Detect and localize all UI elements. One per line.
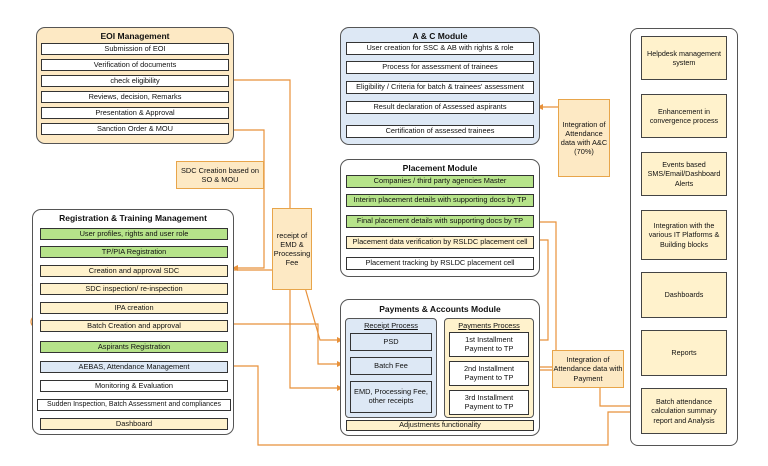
reg-item-sdc-inspection: SDC inspection/ re-inspection bbox=[40, 283, 228, 295]
eoi-title: EOI Management bbox=[100, 31, 170, 41]
connector-batch-to-fee bbox=[232, 323, 343, 365]
eoi-item-reviews: Reviews, decision, Remarks bbox=[41, 91, 229, 103]
ac-module-panel: A & C Module User creation for SSC & AB … bbox=[340, 27, 540, 145]
receipt-process-title: Receipt Process bbox=[364, 321, 418, 330]
ac-item-certification: Certification of assessed trainees bbox=[346, 125, 534, 138]
registration-title: Registration & Training Management bbox=[59, 213, 207, 223]
receipt-item-batch-fee: Batch Fee bbox=[350, 357, 432, 375]
reg-item-aebas: AEBAS, Attendance Management bbox=[40, 361, 228, 373]
note-attendance-ac: Integration of Attendance data with A&C … bbox=[558, 99, 610, 177]
ac-item-user-creation: User creation for SSC & AB with rights &… bbox=[346, 42, 534, 55]
reg-item-user-profiles: User profiles, rights and user role bbox=[40, 228, 228, 240]
ac-item-eligibility-criteria: Eligibility / Criteria for batch & train… bbox=[346, 81, 534, 94]
ac-title: A & C Module bbox=[412, 31, 468, 41]
connector-sanction-to-sdc bbox=[232, 129, 265, 269]
placement-item-verification: Placement data verification by RSLDC pla… bbox=[346, 236, 534, 249]
placement-item-interim: Interim placement details with supportin… bbox=[346, 194, 534, 207]
payments-accounts-panel: Payments & Accounts Module Receipt Proce… bbox=[340, 299, 540, 436]
placement-item-final: Final placement details with supporting … bbox=[346, 215, 534, 228]
payment-item-3rd-installment: 3rd Installment Payment to TP bbox=[449, 390, 529, 415]
right-item-reports: Reports bbox=[641, 330, 727, 376]
payments-process-group: Payments Process 1st Installment Payment… bbox=[444, 318, 534, 418]
payments-process-title: Payments Process bbox=[458, 321, 520, 330]
receipt-item-psd: PSD bbox=[350, 333, 432, 351]
eoi-item-eligibility: check eligibility bbox=[41, 75, 229, 87]
note-sdc-creation: SDC Creation based on SO & MOU bbox=[176, 161, 264, 189]
reg-item-batch-creation: Batch Creation and approval bbox=[40, 320, 228, 332]
receipt-item-emd: EMD, Processing Fee, other receipts bbox=[350, 381, 432, 413]
note-receipt-emd: receipt of EMD & Processing Fee bbox=[272, 208, 312, 290]
placement-module-panel: Placement Module Companies / third party… bbox=[340, 159, 540, 277]
eoi-management-panel: EOI Management Submission of EOI Verific… bbox=[36, 27, 234, 144]
payment-item-2nd-installment: 2nd Installment Payment to TP bbox=[449, 361, 529, 386]
eoi-item-verification: Verification of documents bbox=[41, 59, 229, 71]
reg-item-monitoring: Monitoring & Evaluation bbox=[40, 380, 228, 392]
ac-item-assessment-process: Process for assessment of trainees bbox=[346, 61, 534, 74]
connector-aebas-to-report bbox=[232, 365, 641, 446]
adjustments-functionality: Adjustments functionality bbox=[346, 420, 534, 431]
note-attendance-payment: Integration of Attendance data with Paym… bbox=[552, 350, 624, 388]
placement-title: Placement Module bbox=[402, 163, 478, 173]
right-item-convergence: Enhancement in convergence process bbox=[641, 94, 727, 138]
connector-placement2-to-pay bbox=[527, 221, 557, 371]
reg-item-aspirants: Aspirants Registration bbox=[40, 341, 228, 353]
eoi-item-sanction: Sanction Order & MOU bbox=[41, 123, 229, 135]
connector-sdc-to-psd bbox=[232, 269, 343, 341]
right-item-batch-attendance: Batch attendance calculation summary rep… bbox=[641, 388, 727, 434]
connector-report-to-attpay bbox=[599, 380, 641, 407]
reg-item-ipa-creation: IPA creation bbox=[40, 302, 228, 314]
placement-item-tracking: Placement tracking by RSLDC placement ce… bbox=[346, 257, 534, 270]
reg-item-dashboard: Dashboard bbox=[40, 418, 228, 430]
reg-item-tp-registration: TP/PIA Registration bbox=[40, 246, 228, 258]
eoi-item-submission: Submission of EOI bbox=[41, 43, 229, 55]
reg-item-sudden-inspection: Sudden Inspection, Batch Assessment and … bbox=[37, 399, 231, 411]
right-item-helpdesk: Helpdesk management system bbox=[641, 36, 727, 80]
placement-item-companies: Companies / third party agencies Master bbox=[346, 175, 534, 188]
right-item-alerts: Events based SMS/Email/Dashboard Alerts bbox=[641, 152, 727, 196]
receipt-process-group: Receipt Process PSD Batch Fee EMD, Proce… bbox=[345, 318, 437, 418]
eoi-item-presentation: Presentation & Approval bbox=[41, 107, 229, 119]
reg-item-creation-sdc: Creation and approval SDC bbox=[40, 265, 228, 277]
right-item-integration: Integration with the various IT Platform… bbox=[641, 210, 727, 260]
ac-item-result-declaration: Result declaration of Assessed aspirants bbox=[346, 101, 534, 114]
registration-training-panel: Registration & Training Management User … bbox=[32, 209, 234, 435]
payments-title: Payments & Accounts Module bbox=[379, 304, 501, 314]
payment-item-1st-installment: 1st Installment Payment to TP bbox=[449, 332, 529, 357]
right-item-dashboards: Dashboards bbox=[641, 272, 727, 318]
